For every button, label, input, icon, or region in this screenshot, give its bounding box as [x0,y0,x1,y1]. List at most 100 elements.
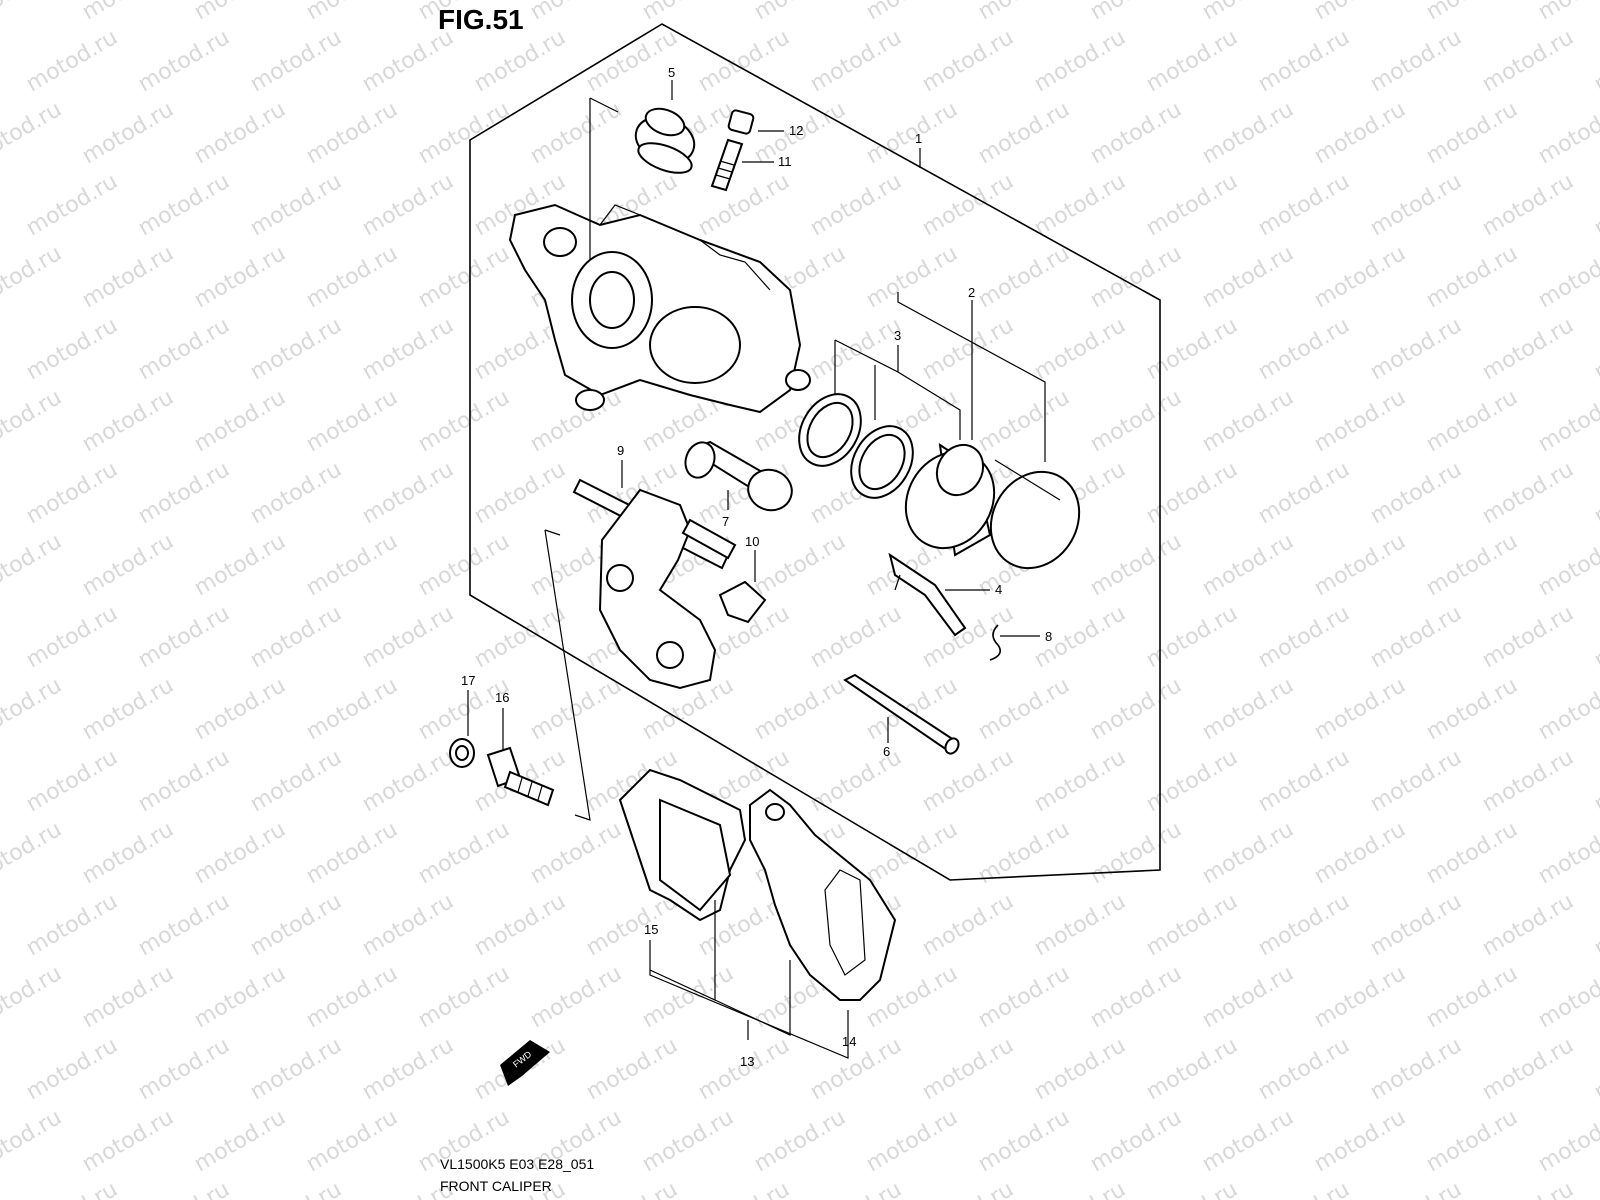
watermark-text: motod.ru [1590,1033,1600,1105]
watermark-text: motod.ru [1534,817,1600,889]
watermark-text: motod.ru [134,1033,234,1105]
watermark-text: motod.ru [78,961,178,1033]
watermark-text: motod.ru [1310,529,1410,601]
callout-9: 9 [617,443,624,458]
callout-13: 13 [740,1054,754,1069]
watermark-text: motod.ru [1254,1033,1354,1105]
watermark-text: motod.ru [0,97,66,169]
watermark-text: motod.ru [1142,313,1242,385]
watermark-text: motod.ru [190,385,290,457]
watermark-text: motod.ru [974,673,1074,745]
watermark-text: motod.ru [78,1105,178,1177]
watermark-text: motod.ru [0,1105,66,1177]
watermark-text: motod.ru [414,241,514,313]
watermark-text: motod.ru [78,385,178,457]
watermark-text: motod.ru [1198,97,1298,169]
fwd-arrow-icon: FWD [500,1040,550,1086]
watermark-text: motod.ru [694,169,794,241]
watermark-text: motod.ru [134,745,234,817]
watermark-text: motod.ru [246,889,346,961]
retaining-clip [989,624,1001,661]
callout-10: 10 [745,534,759,549]
watermark-text: motod.ru [1422,97,1522,169]
watermark-text: motod.ru [1142,745,1242,817]
watermark-text: motod.ru [1198,961,1298,1033]
watermark-text: motod.ru [1534,0,1600,25]
watermark-text: motod.ru [1198,529,1298,601]
watermark-text: motod.ru [1366,889,1466,961]
callout-12: 12 [789,123,803,138]
watermark-text: motod.ru [1422,385,1522,457]
watermark-text: motod.ru [1366,457,1466,529]
caliper-body [508,203,811,414]
watermark-text: motod.ru [246,1033,346,1105]
piston-seals [798,393,914,499]
watermark-text: motod.ru [806,745,906,817]
watermark-text: motod.ru [302,961,402,1033]
watermark-text: motod.ru [246,25,346,97]
watermark-text: motod.ru [750,1105,850,1177]
watermark-text: motod.ru [1310,1105,1410,1177]
watermark-text: motod.ru [190,0,290,25]
watermark-text: motod.ru [1534,529,1600,601]
watermark-text: motod.ru [414,0,514,25]
watermark-text: motod.ru [78,673,178,745]
watermark-text: motod.ru [414,961,514,1033]
watermark-text: motod.ru [526,961,626,1033]
figure-title: FIG.51 [438,4,524,35]
watermark-text: motod.ru [1254,889,1354,961]
watermark-text: motod.ru [974,961,1074,1033]
watermark-text: motod.ru [1142,25,1242,97]
watermark-text: motod.ru [1534,97,1600,169]
watermark-text: motod.ru [918,889,1018,961]
watermark-text: motod.ru [1310,0,1410,25]
watermark-text: motod.ru [1310,385,1410,457]
watermark-text: motod.ru [1366,25,1466,97]
watermark-text: motod.ru [862,97,962,169]
watermark-text: motod.ru [78,0,178,25]
watermark-text: motod.ru [414,529,514,601]
watermark-text: motod.ru [78,817,178,889]
watermark-text: motod.ru [1086,529,1186,601]
watermark-text: motod.ru [302,529,402,601]
watermark-text: motod.ru [1254,169,1354,241]
watermark-text: motod.ru [0,0,66,25]
pistons [904,442,1081,570]
watermark-text: motod.ru [1366,745,1466,817]
watermark-text: motod.ru [1310,673,1410,745]
watermark-text: motod.ru [414,97,514,169]
watermark-text: motod.ru [862,1105,962,1177]
watermark-text: motod.ru [246,745,346,817]
watermark-text: motod.ru [1534,385,1600,457]
watermark-text: motod.ru [1086,241,1186,313]
watermark-text: motod.ru [1478,1033,1578,1105]
watermark-text: motod.ru [1254,25,1354,97]
watermark-text: motod.ru [1142,1177,1242,1200]
callout-layer: 1 2 3 4 5 6 7 8 9 10 11 12 13 14 15 16 1… [461,65,1052,1069]
watermark-text: motod.ru [1030,25,1130,97]
watermark-text: motod.ru [1086,1105,1186,1177]
watermark-text: motod.ru [1478,601,1578,673]
watermark-text: motod.ru [1030,313,1130,385]
watermark-text: motod.ru [974,1105,1074,1177]
watermark-text: motod.ru [1422,529,1522,601]
watermark-text: motod.ru [1030,1177,1130,1200]
watermark-text: motod.ru [918,313,1018,385]
watermark-text: motod.ru [302,1105,402,1177]
callout-1: 1 [915,131,922,146]
section-name: FRONT CALIPER [440,1178,552,1194]
watermark-text: motod.ru [470,457,570,529]
watermark-text: motod.ru [1422,817,1522,889]
callout-2: 2 [968,285,975,300]
watermark-text: motod.ru [0,961,66,1033]
watermark-text: motod.ru [1478,313,1578,385]
watermark-text: motod.ru [1590,457,1600,529]
watermark-text: motod.ru [526,817,626,889]
watermark-text: motod.ru [302,0,402,25]
watermark-text: motod.ru [1198,241,1298,313]
bleeder-screw [710,109,755,192]
watermark-text: motod.ru [246,601,346,673]
callout-8: 8 [1045,629,1052,644]
callout-15: 15 [644,922,658,937]
watermark-text: motod.ru [638,1105,738,1177]
